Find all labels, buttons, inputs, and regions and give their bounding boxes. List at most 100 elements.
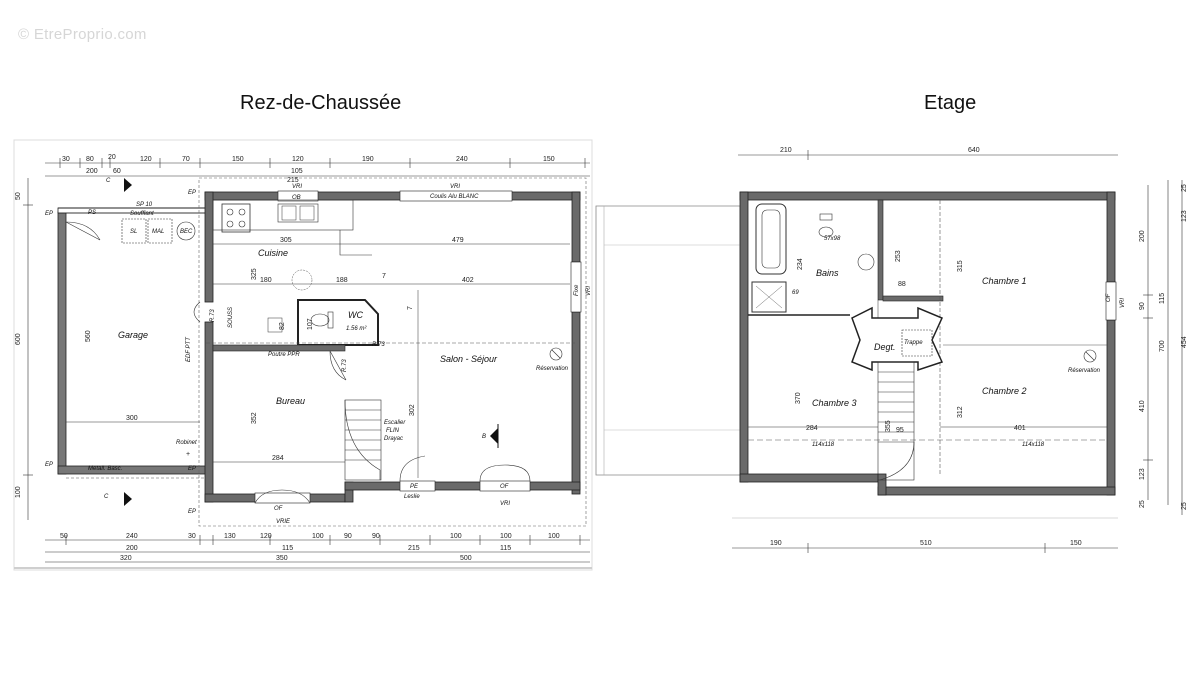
label-69: 69 [792, 290, 799, 296]
dim-up-r-123: 123 [1139, 468, 1146, 480]
dim-107: 107 [307, 318, 314, 330]
label-sp10: SP 10 [136, 202, 153, 208]
garage-walls [57, 207, 207, 475]
room-chambre-3: Chambre 3 [812, 398, 857, 408]
label-soufflant: Soufflant [130, 211, 154, 217]
upper-floor-plan: 210 640 OF VRI Bai [595, 147, 1188, 553]
dim-top-80: 80 [86, 156, 94, 163]
dim-up-210: 210 [780, 147, 792, 154]
dim-479: 479 [452, 237, 464, 244]
dim-305: 305 [280, 237, 292, 244]
dim-up-355: 355 [885, 420, 892, 432]
dim-bot-200: 200 [126, 545, 138, 552]
upper-floor-title: Etage [924, 92, 977, 114]
label-vri-upper: VRI [1120, 298, 1126, 308]
label-r73c: R.73 [372, 342, 385, 348]
dim-188: 188 [336, 277, 348, 284]
dim-7a: 7 [382, 273, 386, 280]
dim-bot-90b: 90 [372, 533, 380, 540]
label-coulis-alu: Coulis Alu BLANC [430, 194, 479, 200]
label-vri-kitchen: VRI [450, 184, 460, 190]
label-of-salon: OF [500, 484, 509, 490]
label-escalier: Escalier [384, 420, 406, 426]
label-window-c3: 114x118 [812, 442, 835, 448]
dim-up-rr-25b: 25 [1181, 502, 1188, 510]
ground-top-dimensions [45, 158, 590, 177]
dim-bot-500: 500 [460, 555, 472, 562]
label-bec: BEC [180, 229, 193, 235]
dim-up-370: 370 [795, 392, 802, 404]
dim-325: 325 [251, 268, 258, 280]
dim-up-640: 640 [968, 147, 980, 154]
label-ep-1: EP [45, 211, 53, 217]
label-escalier-drayac: Drayac [384, 436, 403, 442]
dim-up-rr-454: 454 [1181, 336, 1188, 348]
dim-left-600: 600 [15, 333, 22, 345]
dim-bot-130: 130 [224, 533, 236, 540]
label-vri-right: VRI [586, 286, 592, 296]
label-ps: PS [88, 210, 96, 216]
dim-bot-215: 215 [408, 545, 420, 552]
dim-bot-120: 120 [260, 533, 272, 540]
label-sl: SL [130, 229, 137, 235]
dim-352: 352 [251, 412, 258, 424]
dim-82: 82 [279, 322, 286, 330]
dim-up-b-150: 150 [1070, 540, 1082, 547]
dim-284: 284 [272, 455, 284, 462]
label-of-bureau: OF [274, 506, 283, 512]
label-fixe: Fixe [574, 284, 580, 296]
plus-icon: + [186, 451, 190, 458]
dim-up-b-190: 190 [770, 540, 782, 547]
label-mal: MAL [152, 229, 164, 235]
label-vri-salon: VRI [500, 501, 510, 507]
dim-top-120b: 120 [292, 156, 304, 163]
label-metall-basc: Metall. Basc. [88, 466, 122, 472]
label-trappe: Trappe [904, 340, 923, 346]
dim-top-215: 215 [287, 177, 299, 184]
label-robinet: Robinet [176, 440, 197, 446]
label-poutre-ppr: Poutre PPR [268, 352, 300, 358]
room-chambre-2: Chambre 2 [982, 386, 1027, 396]
dim-up-315: 315 [957, 260, 964, 272]
label-pe: PE [410, 484, 419, 490]
dim-up-284: 284 [806, 425, 818, 432]
room-salon-sejour: Salon - Séjour [440, 354, 498, 364]
dim-top-200: 200 [86, 168, 98, 175]
label-ob: OB [292, 195, 301, 201]
section-c-top: C [106, 178, 111, 184]
dim-up-rr-115: 115 [1159, 293, 1166, 304]
dim-up-253: 253 [895, 250, 902, 262]
dim-bot-115b: 115 [500, 545, 511, 552]
dim-bot-100c: 100 [500, 533, 512, 540]
dim-bot-100: 100 [312, 533, 324, 540]
dim-bot-50: 50 [60, 533, 68, 540]
label-vrie: VRIE [276, 519, 291, 525]
room-degt: Degt. [874, 342, 896, 352]
staircase [344, 399, 382, 481]
room-bureau: Bureau [276, 396, 305, 406]
label-vri-top: VRI [292, 184, 302, 190]
dim-560: 560 [85, 330, 92, 342]
section-c-bottom: C [104, 494, 109, 500]
label-window-c2: 114x118 [1022, 442, 1045, 448]
ground-floor-plan: 30 80 20 120 70 150 120 190 240 150 200 … [13, 139, 593, 571]
dim-top-120: 120 [140, 156, 152, 163]
label-escalier-flin: FLIN [386, 428, 400, 434]
dim-up-rr-25: 25 [1181, 184, 1188, 192]
room-wc: WC [348, 310, 363, 320]
dim-up-r-25: 25 [1139, 500, 1146, 508]
dim-302: 302 [409, 404, 416, 416]
dim-left-50: 50 [15, 192, 22, 200]
dim-top-190: 190 [362, 156, 374, 163]
dim-up-312: 312 [957, 406, 964, 418]
label-ep-4: EP [188, 466, 196, 472]
dim-bot-350: 350 [276, 555, 288, 562]
label-reservation-upper: Réservation [1068, 368, 1101, 374]
dim-bot-30: 30 [188, 533, 196, 540]
label-lavabo-size: 57x98 [824, 236, 841, 242]
dim-bot-90a: 90 [344, 533, 352, 540]
dim-top-240: 240 [456, 156, 468, 163]
dim-up-401: 401 [1014, 425, 1026, 432]
label-ep-3: EP [188, 190, 196, 196]
